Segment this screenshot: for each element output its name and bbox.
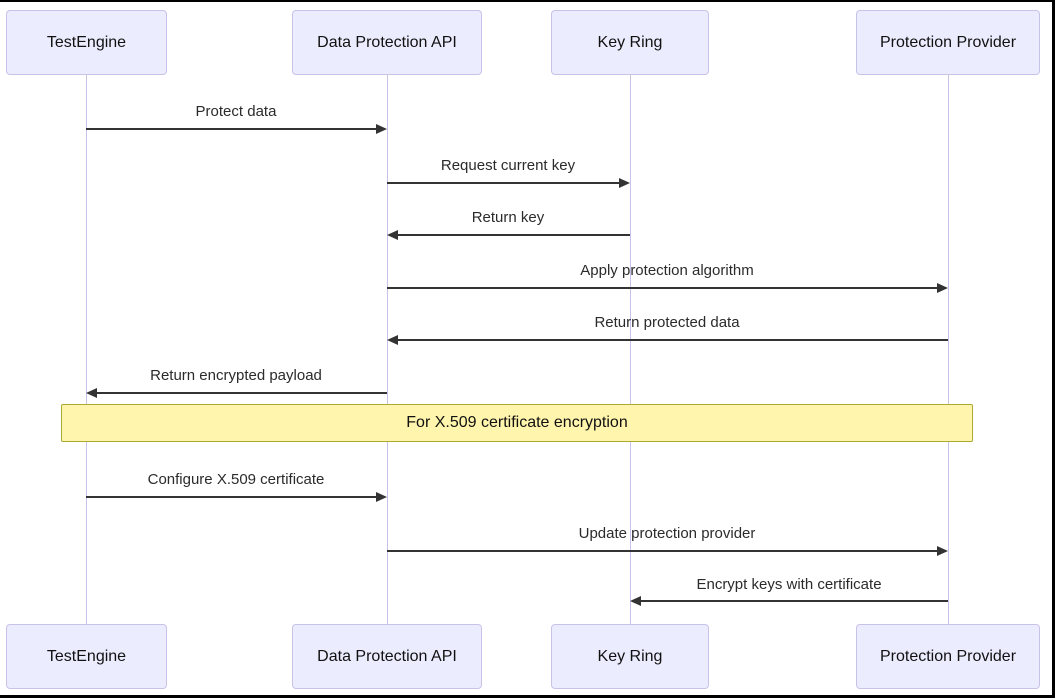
message-label: Protect data bbox=[195, 103, 277, 120]
participant-data-protection-api-bottom: Data Protection API bbox=[292, 624, 482, 689]
participant-testengine-top: TestEngine bbox=[6, 10, 167, 75]
message-line bbox=[641, 600, 948, 602]
message-line bbox=[398, 339, 948, 341]
arrowhead-left-icon bbox=[86, 388, 97, 398]
participant-data-protection-api-top: Data Protection API bbox=[292, 10, 482, 75]
message-label: Apply protection algorithm bbox=[580, 262, 754, 279]
message-line bbox=[398, 234, 630, 236]
message-label: Configure X.509 certificate bbox=[147, 471, 325, 488]
message-label: Return key bbox=[471, 209, 545, 226]
lifeline-protection-provider bbox=[948, 75, 949, 624]
lifeline-key-ring bbox=[630, 75, 631, 624]
note-x509-certificate-encryption: For X.509 certificate encryption bbox=[61, 404, 973, 442]
arrowhead-right-icon bbox=[376, 124, 387, 134]
message-label: Encrypt keys with certificate bbox=[696, 576, 882, 593]
arrowhead-right-icon bbox=[619, 178, 630, 188]
message-line bbox=[86, 128, 377, 130]
message-line bbox=[387, 287, 937, 289]
message-label: Request current key bbox=[440, 157, 576, 174]
participant-protection-provider-top: Protection Provider bbox=[856, 10, 1040, 75]
message-label: Return protected data bbox=[594, 314, 740, 331]
participant-key-ring-bottom: Key Ring bbox=[551, 624, 709, 689]
message-label: Update protection provider bbox=[578, 525, 756, 542]
message-line bbox=[97, 392, 387, 394]
participant-protection-provider-bottom: Protection Provider bbox=[856, 624, 1040, 689]
arrowhead-left-icon bbox=[387, 335, 398, 345]
message-label: Return encrypted payload bbox=[150, 367, 322, 384]
arrowhead-left-icon bbox=[630, 596, 641, 606]
lifeline-data-protection-api bbox=[387, 75, 388, 624]
arrowhead-left-icon bbox=[387, 230, 398, 240]
participant-key-ring-top: Key Ring bbox=[551, 10, 709, 75]
message-line bbox=[86, 496, 377, 498]
message-line bbox=[387, 550, 937, 552]
arrowhead-right-icon bbox=[376, 492, 387, 502]
arrowhead-right-icon bbox=[937, 546, 948, 556]
arrowhead-right-icon bbox=[937, 283, 948, 293]
lifeline-testengine bbox=[86, 75, 87, 624]
participant-testengine-bottom: TestEngine bbox=[6, 624, 167, 689]
message-line bbox=[387, 182, 619, 184]
